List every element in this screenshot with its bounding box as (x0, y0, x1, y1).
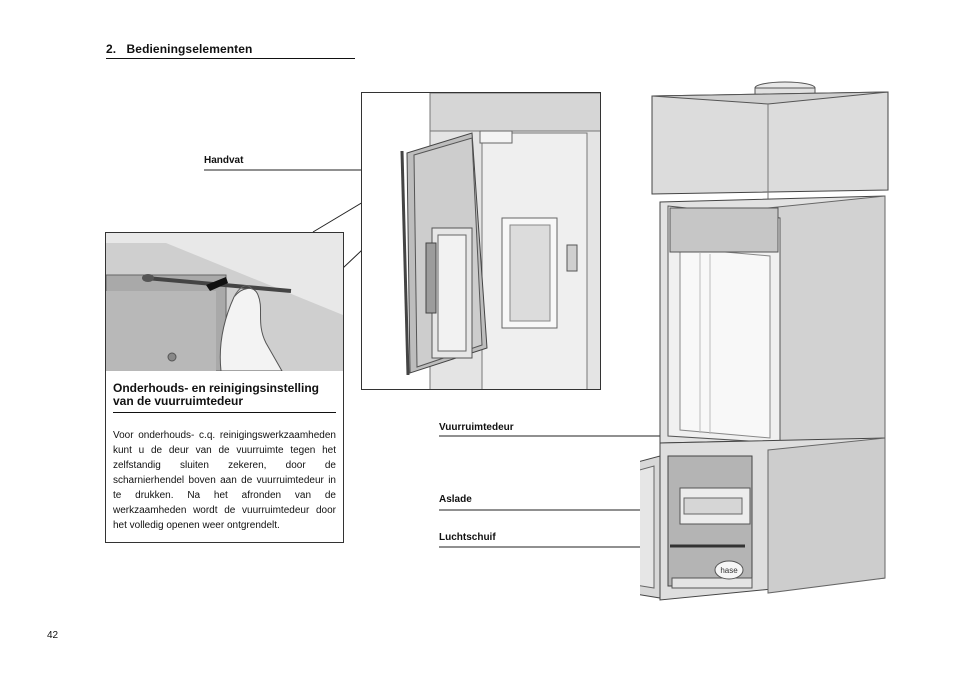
stove-illustration: hase (640, 81, 889, 601)
section-heading: 2. Bedieningselementen (106, 42, 355, 59)
page-number: 42 (47, 630, 59, 641)
label-firebox-door: Vuurruimtedeur (439, 422, 514, 433)
info-box: Onderhouds- en reinigingsinstelling van … (105, 232, 344, 543)
label-air-slider: Luchtschuif (439, 532, 496, 543)
info-title: Onderhouds- en reinigingsinstelling van … (113, 382, 336, 413)
logo-badge (714, 560, 744, 580)
info-body: Voor onderhouds- c.q. reinigingswerkzaam… (113, 430, 336, 531)
section-number: 2. (106, 42, 117, 56)
door-detail-drawing (400, 93, 600, 389)
hand-lever-photo (106, 233, 343, 371)
label-ash-pan: Aslade (439, 494, 472, 505)
door-detail-illustration (361, 92, 601, 390)
section-title: Bedieningselementen (126, 42, 253, 56)
logo-text: hase (720, 566, 738, 575)
label-handle: Handvat (204, 155, 244, 166)
